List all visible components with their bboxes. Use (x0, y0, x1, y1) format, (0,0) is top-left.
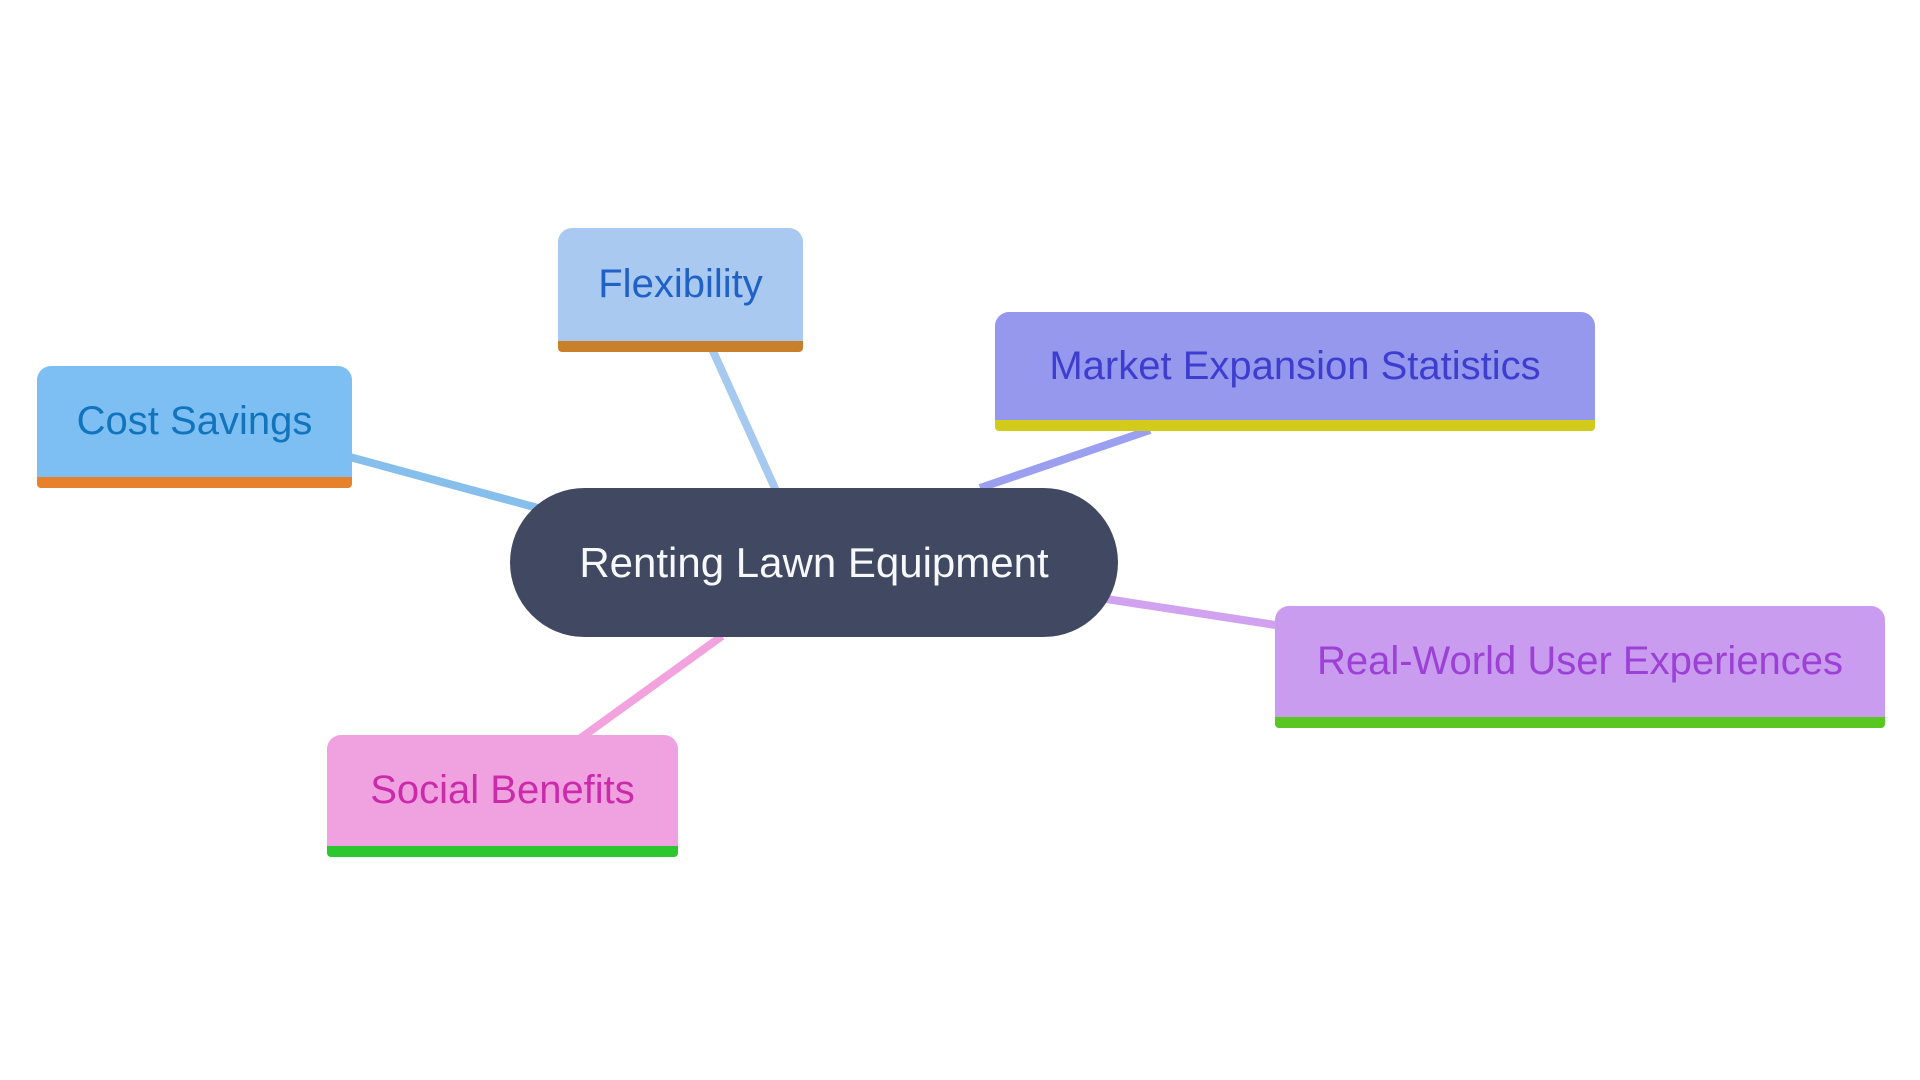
edge-real-world (1099, 594, 1296, 632)
edge-flexibility (704, 338, 782, 497)
node-cost-savings[interactable]: Cost Savings (37, 366, 352, 488)
node-flexibility[interactable]: Flexibility (558, 228, 803, 352)
node-cost-savings-label: Cost Savings (76, 399, 313, 443)
edge-market-expansion (978, 426, 1152, 492)
node-real-world-user-experiences[interactable]: Real-World User Experiences (1275, 606, 1885, 728)
node-market-expansion-statistics[interactable]: Market Expansion Statistics (995, 312, 1595, 431)
edge-cost-savings (333, 449, 562, 518)
node-flexibility-label: Flexibility (598, 262, 763, 306)
node-renting-lawn-equipment-label: Renting Lawn Equipment (579, 538, 1049, 586)
node-market-expansion-statistics-label: Market Expansion Statistics (1049, 343, 1541, 388)
node-renting-lawn-equipment[interactable]: Renting Lawn Equipment (510, 488, 1118, 637)
edge-social-benefits (575, 632, 725, 744)
node-real-world-user-experiences-label: Real-World User Experiences (1316, 639, 1844, 683)
node-social-benefits-label: Social Benefits (370, 768, 635, 812)
node-social-benefits[interactable]: Social Benefits (327, 735, 678, 857)
